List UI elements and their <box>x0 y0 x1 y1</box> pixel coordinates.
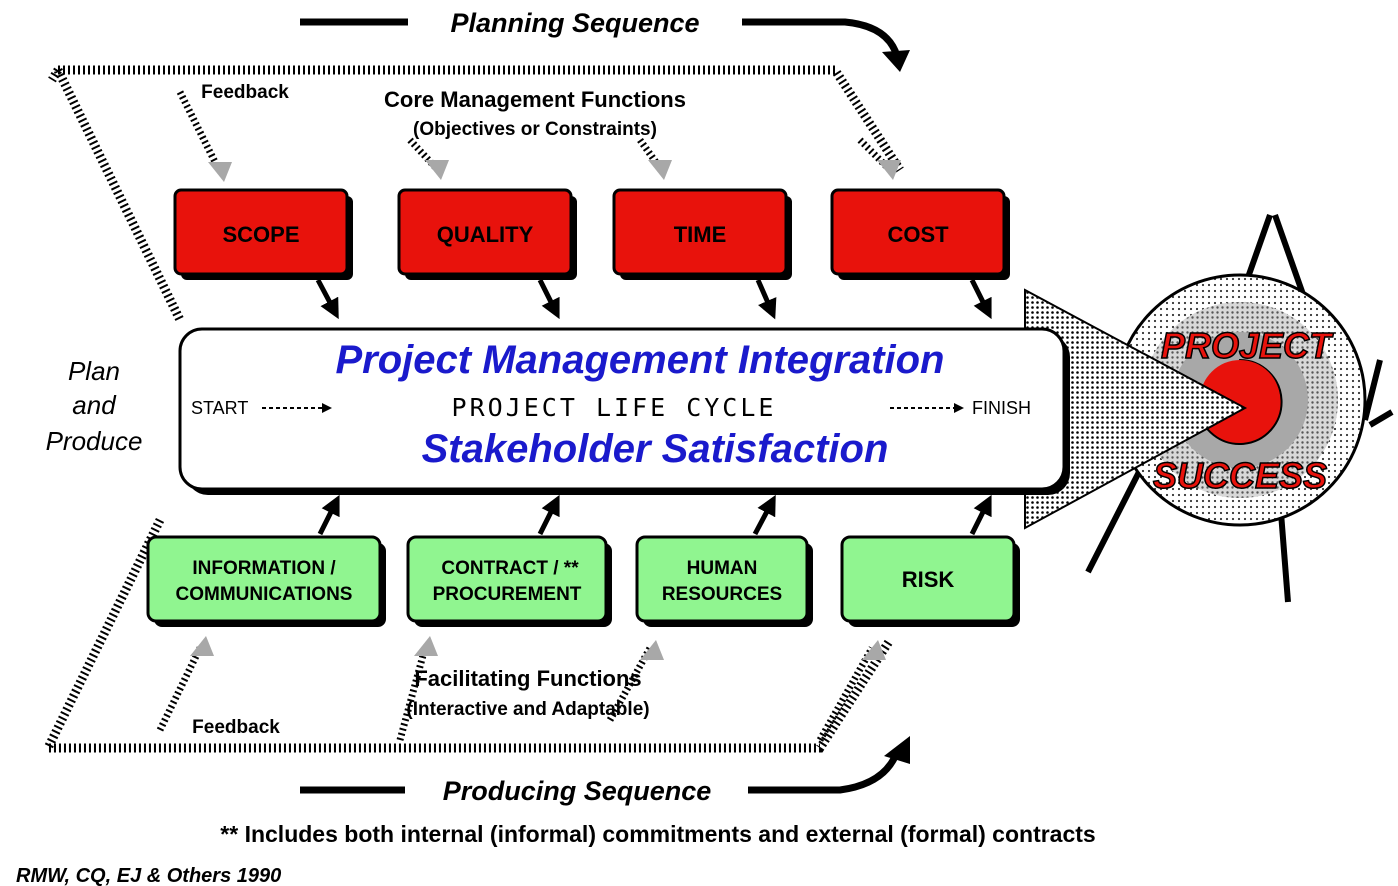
core-box-label: COST <box>887 222 949 247</box>
facilitating-functions-title: Facilitating Functions <box>414 666 641 691</box>
facilitating-box-line2: RESOURCES <box>662 584 782 605</box>
facilitating-box-information: INFORMATION / COMMUNICATIONS <box>146 535 386 627</box>
feedback-label-top: Feedback <box>201 82 289 103</box>
core-boxes: SCOPE QUALITY TIME COST <box>173 188 1010 280</box>
core-box-quality: QUALITY <box>397 188 577 280</box>
facilitating-box-line1: RISK <box>902 567 955 592</box>
facilitating-arrows <box>317 494 992 536</box>
integration-title: Project Management Integration <box>336 338 945 382</box>
feedback-label-bottom: Feedback <box>192 717 280 738</box>
feedback-arrowhead <box>877 160 901 180</box>
facilitating-box-risk: RISK <box>840 535 1020 627</box>
core-box-scope: SCOPE <box>173 188 353 280</box>
planning-sequence: Planning Sequence <box>300 8 910 72</box>
facilitating-box-line1: HUMAN <box>687 558 758 579</box>
facilitating-box-line2: PROCUREMENT <box>433 584 582 605</box>
producing-sequence-label: Producing Sequence <box>443 776 712 806</box>
success-word-project: PROJECT <box>1161 325 1334 366</box>
core-box-label: TIME <box>674 222 727 247</box>
stakeholder-satisfaction: Stakeholder Satisfaction <box>422 427 889 471</box>
facilitating-boxes: INFORMATION / COMMUNICATIONS CONTRACT / … <box>146 535 1020 627</box>
facilitating-box-line2: COMMUNICATIONS <box>176 584 353 605</box>
footnote: ** Includes both internal (informal) com… <box>220 821 1095 847</box>
feedback-arrowhead <box>208 162 232 182</box>
side-label-line2: and <box>72 390 117 420</box>
core-functions-title: Core Management Functions <box>384 87 686 112</box>
facilitating-box-human-resources: HUMAN RESOURCES <box>635 535 813 627</box>
core-box-cost: COST <box>830 188 1010 280</box>
planning-sequence-label: Planning Sequence <box>450 8 699 38</box>
core-functions-subtitle: (Objectives or Constraints) <box>413 119 657 140</box>
facilitating-functions-subtitle: (Interactive and Adaptable) <box>406 699 649 720</box>
feedback-arrowhead <box>648 160 672 180</box>
plan-and-produce: Plan and Produce <box>46 356 143 456</box>
feedback-arrowheads <box>190 160 901 660</box>
facilitating-box-line1: CONTRACT / ** <box>441 558 579 579</box>
feedback-arrowhead <box>414 636 438 656</box>
facilitating-box-contract: CONTRACT / ** PROCUREMENT <box>406 535 612 627</box>
feedback-arrowhead <box>425 160 449 180</box>
facilitating-box-line1: INFORMATION / <box>192 558 336 579</box>
feedback-arrowhead <box>862 640 886 660</box>
side-label-line3: Produce <box>46 426 143 456</box>
credit: RMW, CQ, EJ & Others 1990 <box>16 865 281 886</box>
integration-box: Project Management Integration START PRO… <box>178 327 1070 495</box>
core-box-time: TIME <box>612 188 792 280</box>
core-arrows <box>315 278 992 320</box>
lifecycle-finish: FINISH <box>972 398 1031 418</box>
core-box-label: SCOPE <box>222 222 299 247</box>
feedback-arrowhead <box>640 640 664 660</box>
lifecycle-label: PROJECT LIFE CYCLE <box>452 393 777 422</box>
success-word-success: SUCCESS <box>1153 455 1327 496</box>
feedback-loop <box>40 64 905 753</box>
side-label-line1: Plan <box>68 356 120 386</box>
feedback-arrowhead <box>190 636 214 656</box>
core-box-label: QUALITY <box>437 222 534 247</box>
lifecycle-start: START <box>191 398 248 418</box>
producing-sequence: Producing Sequence <box>300 736 910 806</box>
